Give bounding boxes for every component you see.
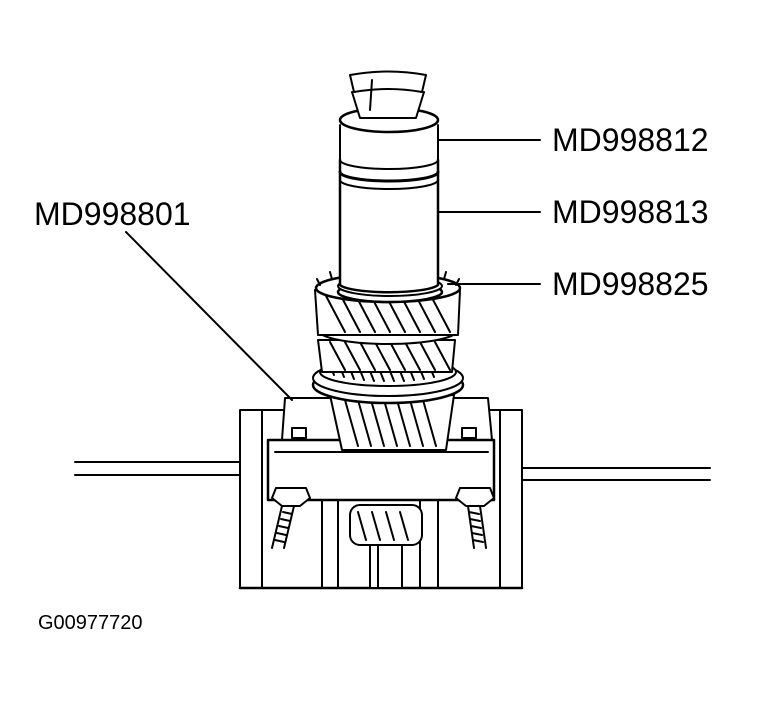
callout-md998801: MD998801 <box>34 196 191 232</box>
installer-handle <box>338 70 440 161</box>
bolt-right <box>455 487 495 549</box>
installer-cylinder <box>338 158 440 294</box>
bolt-left <box>271 487 311 549</box>
leader-lines <box>125 139 541 401</box>
figure-id: G00977720 <box>38 612 143 634</box>
callout-md998825: MD998825 <box>552 266 709 302</box>
callout-md998813: MD998813 <box>552 194 709 230</box>
bench-lines <box>74 461 711 481</box>
callout-md998812: MD998812 <box>552 122 709 158</box>
lower-shaft <box>349 504 423 589</box>
gear-stack <box>311 265 465 451</box>
